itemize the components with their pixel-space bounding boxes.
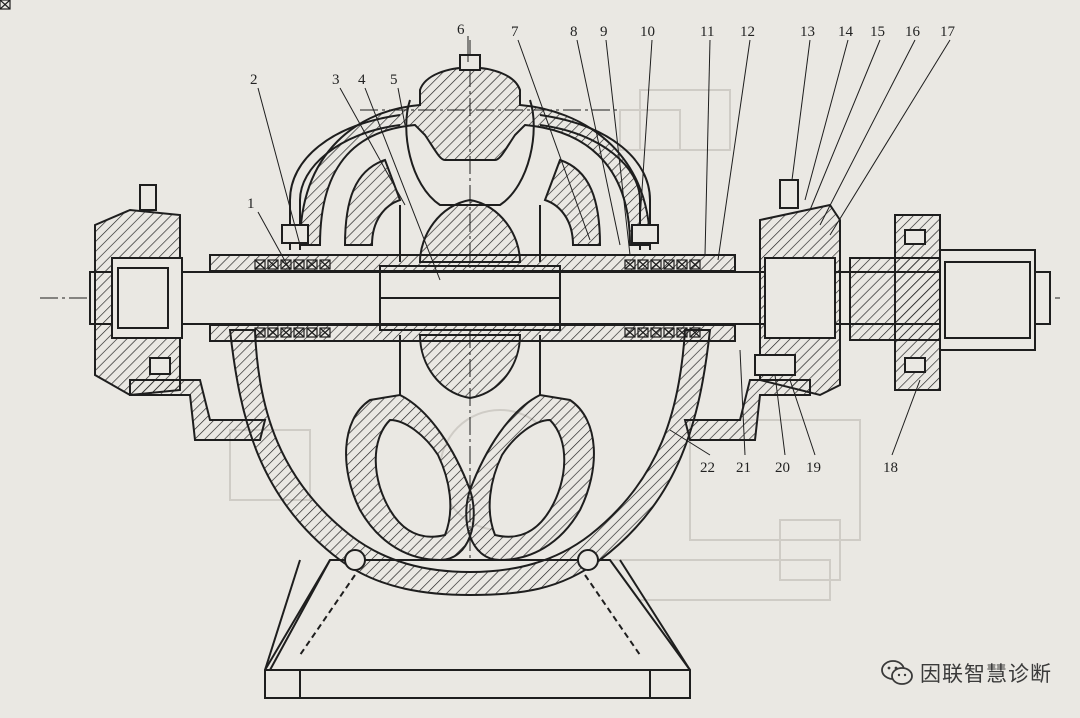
callout-3: 3 [332,72,340,88]
callout-14: 14 [838,24,854,40]
callout-17: 17 [940,24,956,40]
callout-21: 21 [736,460,751,476]
pump-base [264,559,691,699]
impeller [399,198,541,400]
callout-12: 12 [740,24,755,40]
leader-lines [257,36,951,456]
callout-7: 7 [511,24,519,40]
wechat-icon [881,660,913,685]
callout-16: 16 [905,24,921,40]
callout-labels: 1 2 3 4 5 6 7 8 9 10 11 12 13 14 15 16 1… [247,22,956,476]
packing-rings [0,0,701,338]
coupling [849,214,1036,391]
upper-casing [298,54,652,246]
callout-22: 22 [700,460,715,476]
watermark-text: 因联智慧诊断 [920,662,1052,686]
callout-4: 4 [358,72,366,88]
right-bearing-housing [754,179,841,397]
watermark: 因联智慧诊断 [880,658,1052,688]
callout-11: 11 [700,24,714,40]
callout-13: 13 [800,24,815,40]
callout-20: 20 [775,460,790,476]
left-bearing-housing [94,184,183,397]
callout-6: 6 [457,22,465,38]
callout-10: 10 [640,24,655,40]
callout-5: 5 [390,72,398,88]
callout-15: 15 [870,24,885,40]
callout-2: 2 [250,72,258,88]
callout-19: 19 [806,460,821,476]
callout-18: 18 [883,460,898,476]
callout-1: 1 [247,196,255,212]
callout-9: 9 [600,24,608,40]
callout-8: 8 [570,24,578,40]
